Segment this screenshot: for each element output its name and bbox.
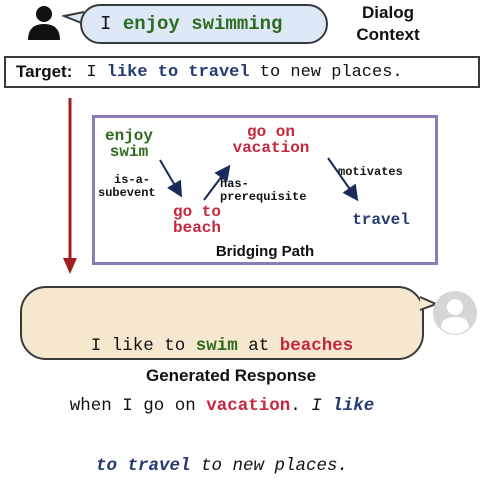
response-line1-a: I like to <box>90 336 196 356</box>
dialog-label-line2: Context <box>356 25 420 44</box>
dialog-context-bubble: I enjoy swimming <box>80 4 328 44</box>
utterance-highlight: enjoy swimming <box>122 13 283 35</box>
response-line3-rest: to new places. <box>190 456 349 476</box>
response-line-2: when I go on vacation. I like <box>22 396 422 416</box>
response-line2-c: . <box>290 396 312 416</box>
edge-label-motivates: motivates <box>338 165 403 179</box>
bridging-path-box <box>92 115 438 265</box>
response-line1-c: at <box>237 336 280 356</box>
node-go-to-beach: go to beach <box>160 204 234 236</box>
bridging-path-edges <box>159 157 359 202</box>
edge-arrow-is-a-subevent <box>159 159 183 198</box>
node-go-to-beach-line2: beach <box>172 219 221 237</box>
node-enjoy-swim-line1: enjoy <box>104 127 153 145</box>
node-go-on-vacation-line1: go on <box>246 123 295 141</box>
node-go-on-vacation: go on vacation <box>228 124 314 156</box>
bridging-path-caption: Bridging Path <box>215 243 315 260</box>
response-line2-vacation: vacation <box>206 396 291 416</box>
response-bubble <box>20 286 424 360</box>
response-line2-i: I <box>311 396 333 416</box>
user-icon <box>28 6 60 40</box>
edge-has-prerequisite-line2: prerequisite <box>220 190 307 204</box>
edge-arrow-has-prerequisite <box>203 164 231 201</box>
generated-response-text: I like to swim at beaches when I go on v… <box>22 296 422 496</box>
bot-avatar-icon <box>433 291 477 335</box>
node-go-on-vacation-line2: vacation <box>232 139 310 157</box>
response-line2-a: when I go on <box>69 396 207 416</box>
response-line-1: I like to swim at beaches <box>22 336 422 356</box>
edge-is-a-subevent-line1: is-a- <box>114 173 151 187</box>
node-go-to-beach-line1: go to <box>172 203 221 221</box>
response-line1-swim: swim <box>195 336 238 356</box>
response-line2-like: like <box>332 396 375 416</box>
node-enjoy-swim: enjoy swim <box>96 128 162 160</box>
edge-is-a-subevent-line2: subevent <box>98 186 156 200</box>
edge-label-is-a-subevent: is-a- subevent <box>98 174 156 200</box>
down-arrow-icon <box>63 98 77 274</box>
edge-arrow-motivates <box>327 157 359 202</box>
user-bubble-tail <box>62 11 85 25</box>
node-travel: travel <box>352 211 410 229</box>
target-box: Target: I like to travel to new places. <box>4 56 480 88</box>
target-label: Target: <box>16 62 73 81</box>
response-line1-beaches: beaches <box>279 336 354 356</box>
dialog-label-line1: Dialog <box>362 3 414 22</box>
target-text-pre: I <box>86 62 107 82</box>
target-text-highlight: like to travel <box>106 62 250 82</box>
generated-response-caption: Generated Response <box>145 366 317 385</box>
response-line3-to-travel: to travel <box>95 456 191 476</box>
node-enjoy-swim-line2: swim <box>109 143 149 161</box>
dialog-context-label: Dialog Context <box>338 2 438 46</box>
utterance-plain: I <box>100 13 123 35</box>
target-text-post: to new places. <box>249 62 403 82</box>
response-line-3: to travel to new places. <box>22 456 422 476</box>
